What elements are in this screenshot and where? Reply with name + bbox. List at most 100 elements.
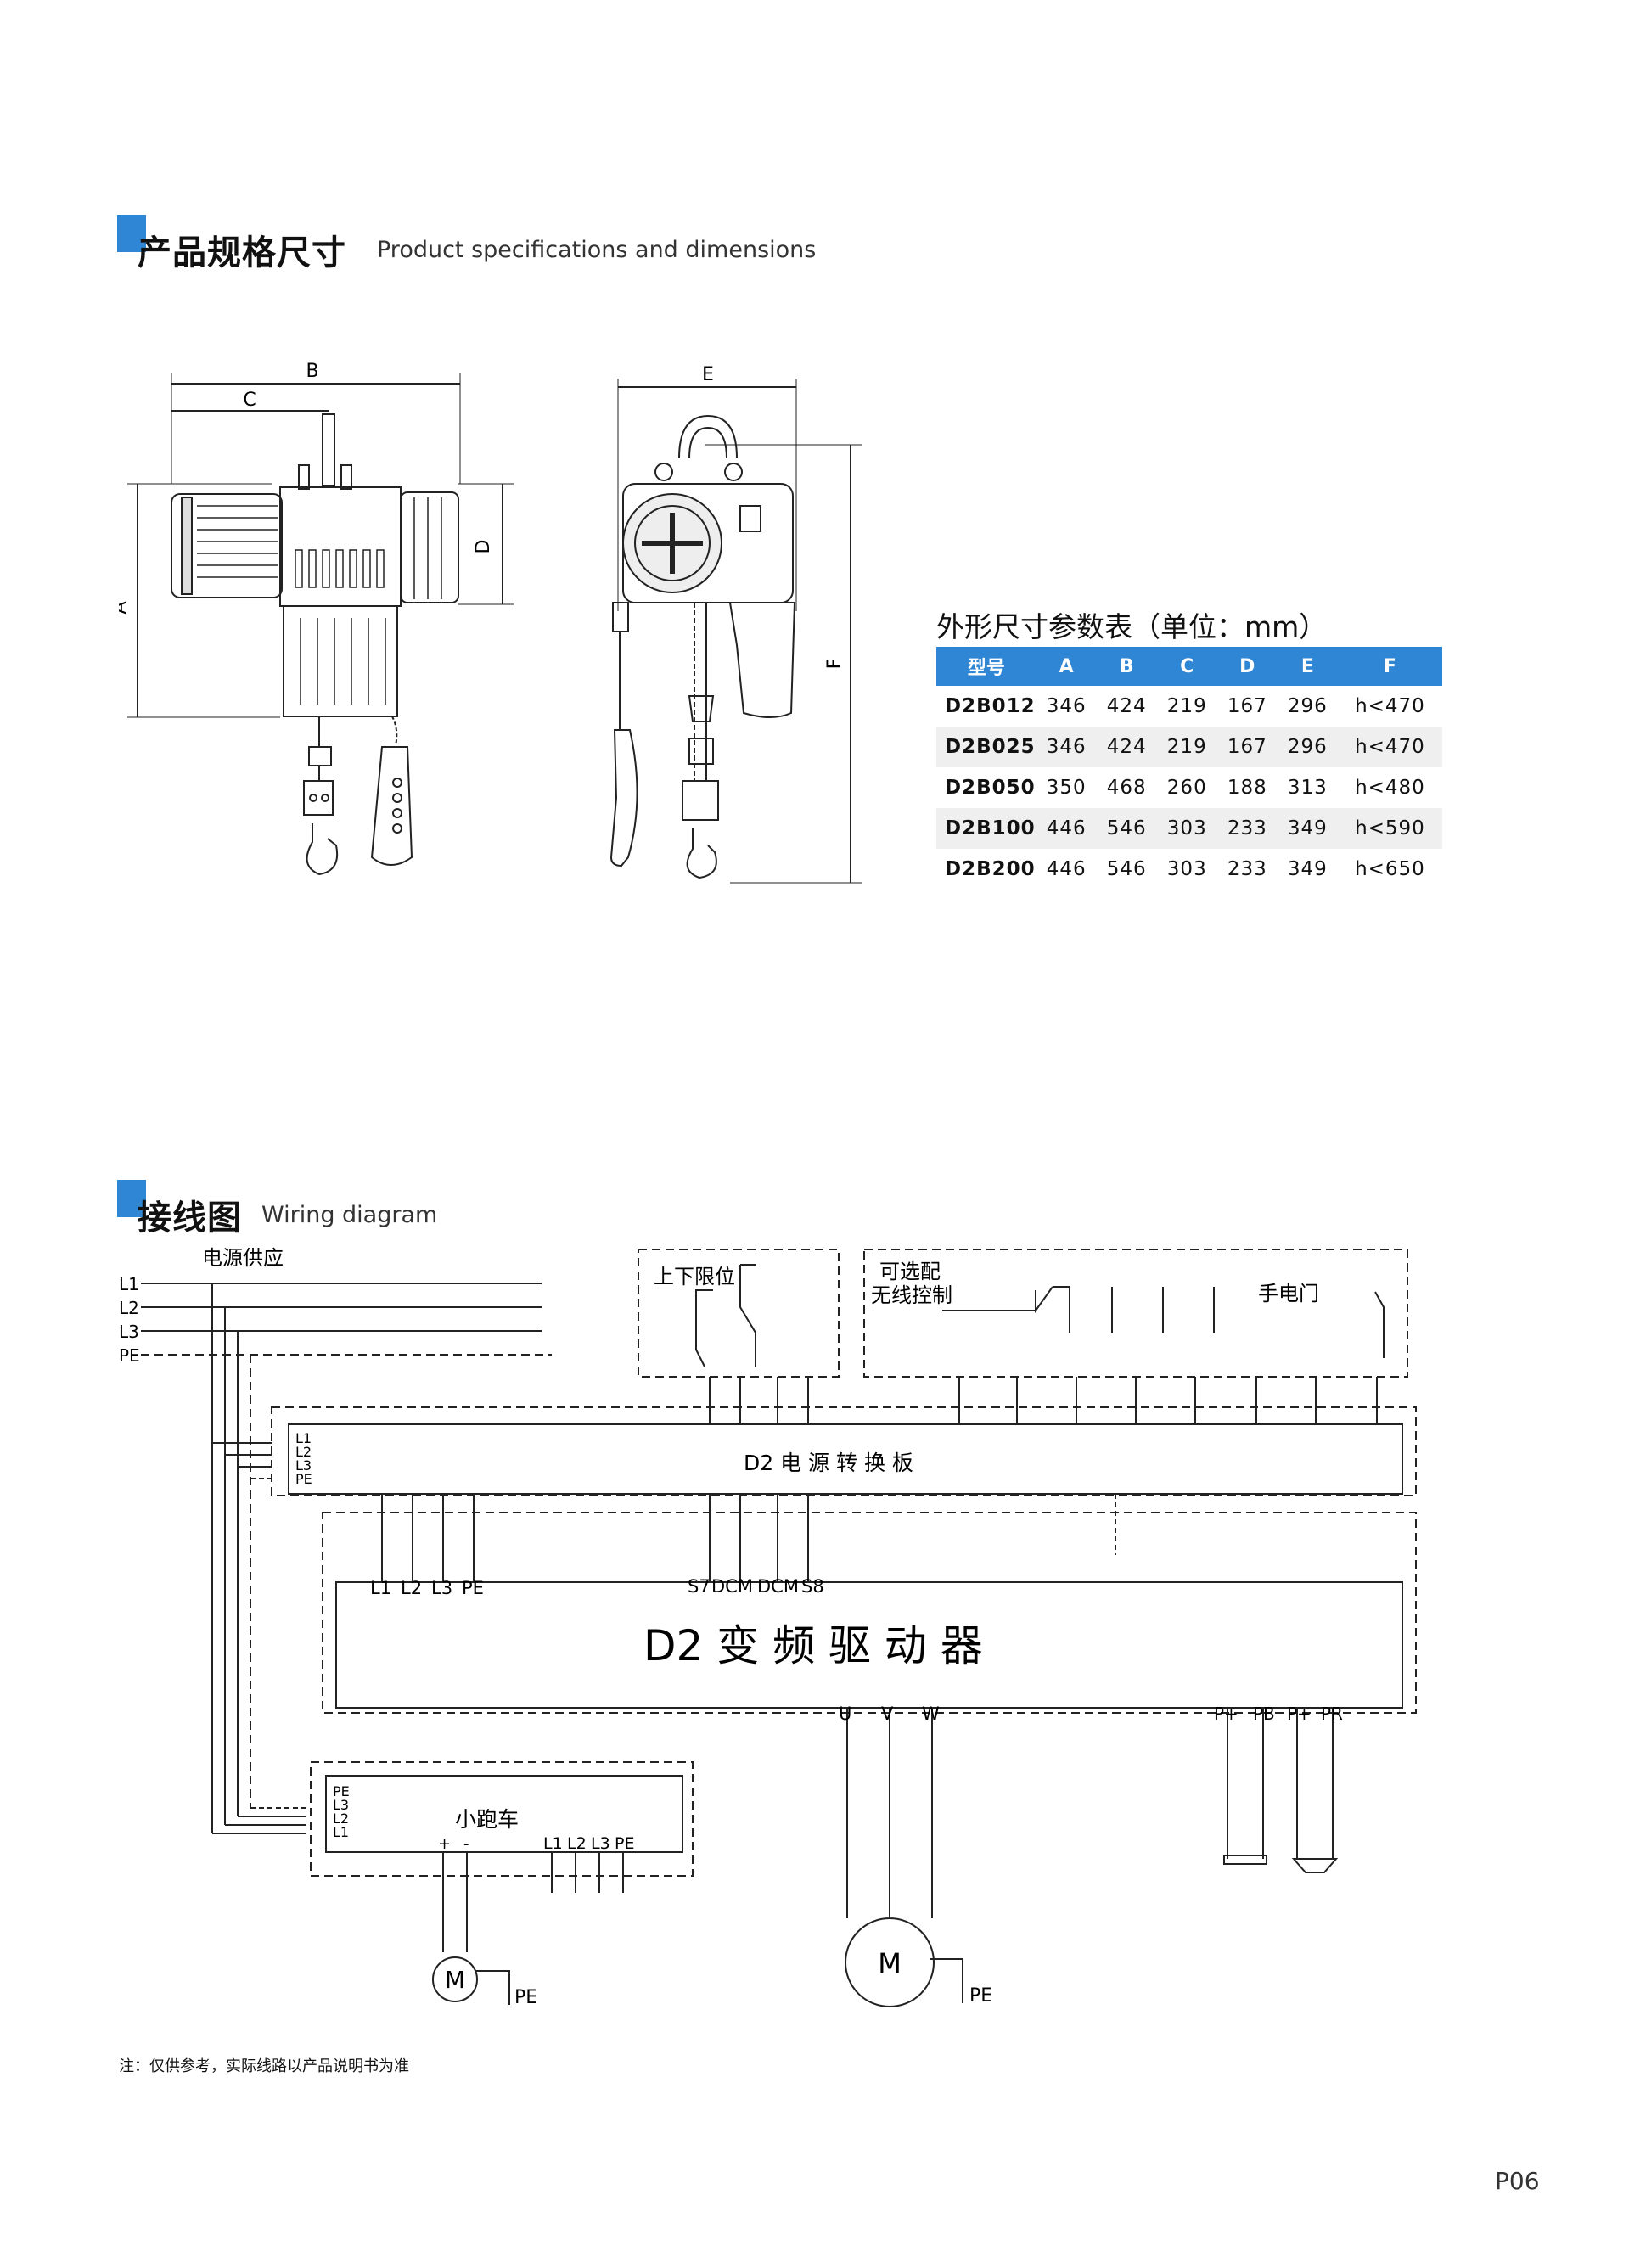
section-title-en: Wiring diagram xyxy=(261,1202,438,1228)
cell-f: h<470 xyxy=(1355,695,1425,717)
cell-b: 424 xyxy=(1106,695,1147,717)
table-row: D2B200 446 546 303 233 349 h<650 xyxy=(936,849,1442,890)
trolley-plus: + xyxy=(438,1835,451,1853)
cell-c: 260 xyxy=(1166,777,1207,799)
dim-label-b: B xyxy=(306,361,318,382)
header-model: 型号 xyxy=(936,647,1036,686)
wireless-label-1: 可选配 xyxy=(879,1260,941,1283)
drive-label: D2 变 频 驱 动 器 xyxy=(643,1621,983,1670)
cell-d: 233 xyxy=(1227,858,1267,880)
cell-a: 446 xyxy=(1036,808,1097,849)
drive-sig-s7: S7 xyxy=(688,1576,711,1597)
footnote: 注：仅供参考，实际线路以产品说明书为准 xyxy=(119,2057,409,2075)
cell-a: 446 xyxy=(1046,858,1087,880)
cell-d: 233 xyxy=(1216,808,1278,849)
cell-model: D2B025 xyxy=(936,727,1036,767)
drive-out-v: V xyxy=(881,1704,894,1724)
line-label-l2: L2 xyxy=(119,1298,139,1318)
trolley-term-l1: L1 xyxy=(333,1824,349,1840)
section-title-zh: 接线图 xyxy=(138,1199,242,1238)
cell-e: 349 xyxy=(1277,808,1338,849)
table-row: D2B100 446 546 303 233 349 h<590 xyxy=(936,808,1442,849)
cell-f: h<480 xyxy=(1355,777,1425,799)
cell-d: 167 xyxy=(1227,695,1267,717)
trolley-pe-label: PE xyxy=(514,1987,537,2008)
trolley-minus: - xyxy=(463,1835,469,1853)
board-term-l3: L3 xyxy=(295,1457,312,1474)
dim-label-d: D xyxy=(473,540,494,554)
trolley-out-l3: L3 xyxy=(591,1834,610,1853)
board-term-l2: L2 xyxy=(295,1444,312,1460)
cell-model: D2B200 xyxy=(945,858,1036,880)
spec-table: 型号 A B C D E F D2B012 346 424 219 167 29… xyxy=(936,647,1442,890)
line-label-l1: L1 xyxy=(119,1274,139,1294)
drive-out-w: W xyxy=(922,1704,940,1724)
header-a: A xyxy=(1036,647,1097,686)
section-title-zh: 产品规格尺寸 xyxy=(138,233,346,272)
cell-c: 303 xyxy=(1166,858,1207,880)
drive-sig-s8: S8 xyxy=(801,1576,824,1597)
section-marker xyxy=(117,215,146,252)
cell-f: h<470 xyxy=(1337,727,1442,767)
trolley-out-pe: PE xyxy=(615,1834,634,1853)
cell-c: 219 xyxy=(1166,695,1207,717)
header-c: C xyxy=(1156,647,1217,686)
table-row: D2B025 346 424 219 167 296 h<470 xyxy=(936,727,1442,767)
cell-e: 349 xyxy=(1287,858,1328,880)
cell-model: D2B050 xyxy=(945,777,1036,799)
spec-table-title: 外形尺寸参数表（单位：mm） xyxy=(936,610,1328,643)
main-motor-label: M xyxy=(878,1947,902,1979)
dim-label-a: A xyxy=(119,601,131,614)
brake-term-p1: P+ xyxy=(1214,1704,1239,1724)
cell-model: D2B100 xyxy=(936,808,1036,849)
cell-e: 296 xyxy=(1287,695,1328,717)
cell-e: 313 xyxy=(1287,777,1328,799)
section-marker xyxy=(117,1180,146,1217)
wiring-diagram: 电源供应 L1 L2 L3 PE 上下限位 可选配 无线控制 手电门 L1 L2… xyxy=(119,1246,1417,2008)
cell-a: 346 xyxy=(1036,727,1097,767)
trolley-label: 小跑车 xyxy=(455,1807,519,1832)
trolley-out-l1: L1 xyxy=(543,1834,563,1853)
cell-c: 219 xyxy=(1156,727,1217,767)
dim-label-c: C xyxy=(243,390,256,411)
dim-label-e: E xyxy=(702,364,714,385)
power-supply-label: 电源供应 xyxy=(202,1246,284,1270)
board-term-l1: L1 xyxy=(295,1430,312,1446)
brake-term-p2: P+ xyxy=(1287,1704,1312,1724)
brake-term-pb: PB xyxy=(1253,1704,1275,1724)
main-pe-label: PE xyxy=(969,1985,992,2007)
drive-in-l1: L1 xyxy=(370,1578,391,1598)
table-row: D2B012 346 424 219 167 296 h<470 xyxy=(936,686,1442,727)
line-label-pe: PE xyxy=(119,1345,140,1366)
pendant-label: 手电门 xyxy=(1258,1282,1319,1305)
cell-a: 350 xyxy=(1046,777,1087,799)
cell-b: 546 xyxy=(1106,858,1147,880)
header-f: F xyxy=(1337,647,1442,686)
section-title-en: Product specifications and dimensions xyxy=(377,237,817,263)
wireless-label-2: 无线控制 xyxy=(871,1283,952,1307)
board-term-pe: PE xyxy=(295,1471,312,1487)
drive-in-pe: PE xyxy=(462,1578,484,1598)
drive-in-l2: L2 xyxy=(401,1578,422,1598)
cell-d: 167 xyxy=(1216,727,1278,767)
power-board-label: D2 电 源 转 换 板 xyxy=(744,1451,913,1475)
trolley-term-pe: PE xyxy=(333,1783,350,1799)
line-label-l3: L3 xyxy=(119,1322,139,1342)
cell-b: 424 xyxy=(1096,727,1157,767)
cell-e: 296 xyxy=(1277,727,1338,767)
brake-term-pr: PR xyxy=(1321,1704,1343,1724)
header-e: E xyxy=(1277,647,1338,686)
drive-in-l3: L3 xyxy=(431,1578,452,1598)
cell-c: 303 xyxy=(1156,808,1217,849)
header-b: B xyxy=(1096,647,1157,686)
cell-a: 346 xyxy=(1046,695,1087,717)
trolley-motor-label: M xyxy=(445,1966,465,1994)
spec-table-header-row: 型号 A B C D E F xyxy=(936,647,1442,686)
drive-sig-dcm1: DCM xyxy=(711,1576,753,1597)
trolley-term-l3: L3 xyxy=(333,1797,349,1813)
trolley-term-l2: L2 xyxy=(333,1810,349,1827)
table-row: D2B050 350 468 260 188 313 h<480 xyxy=(936,767,1442,808)
cell-f: h<650 xyxy=(1355,858,1425,880)
cell-model: D2B012 xyxy=(945,695,1036,717)
dim-label-f: F xyxy=(824,659,845,670)
